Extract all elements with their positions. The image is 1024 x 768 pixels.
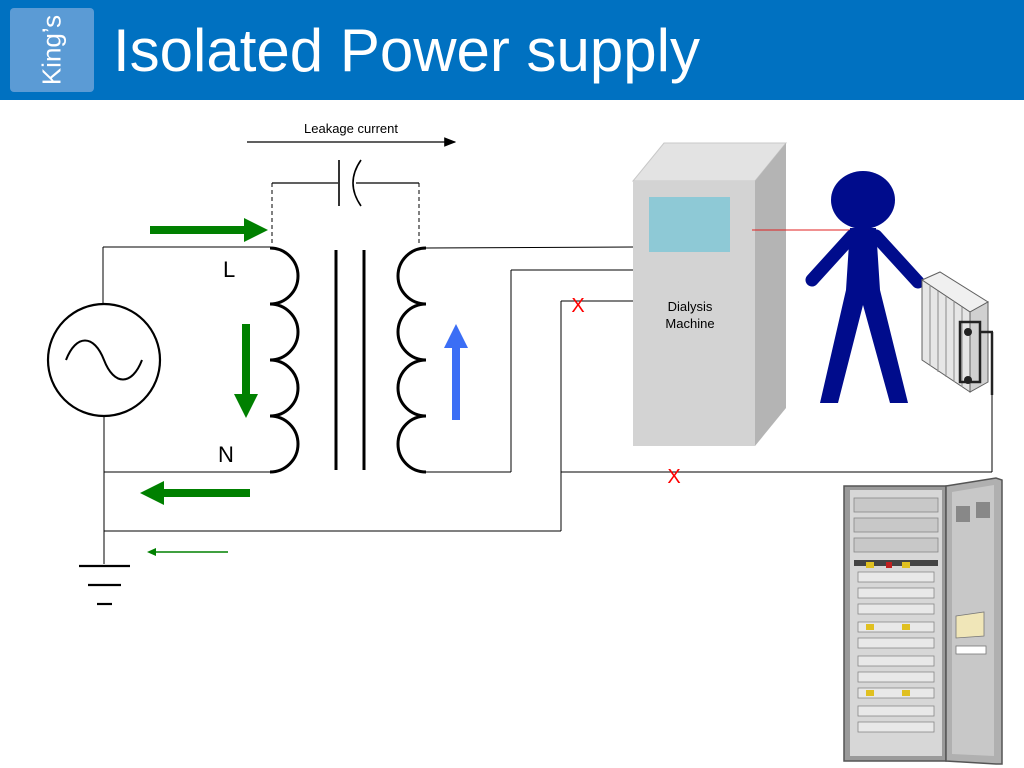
- logo-text: King’s: [36, 14, 67, 86]
- machine-label-line2: Machine: [665, 316, 714, 331]
- radiator-icon: [920, 271, 994, 395]
- supply-wiring: [102, 246, 634, 564]
- slide-title: Isolated Power supply: [113, 17, 700, 84]
- current-arrow-left: [140, 481, 250, 505]
- primary-coil: [269, 246, 300, 474]
- isolation-cabinet-photo: [806, 476, 1018, 766]
- ac-source-icon: [46, 302, 162, 418]
- person-icon: [805, 171, 925, 403]
- break-mark-neutral: X: [667, 466, 680, 488]
- secondary-coil: [396, 246, 427, 474]
- break-mark-earth: X: [571, 295, 584, 317]
- kings-logo: King’s: [10, 8, 94, 92]
- current-arrow-right: [150, 218, 268, 242]
- current-arrow-down: [234, 324, 258, 418]
- isolated-wiring: [425, 246, 993, 473]
- secondary-current-arrow-up: [444, 324, 468, 420]
- neutral-label: N: [218, 442, 234, 467]
- isolated-power-diagram: Leakage current: [46, 121, 994, 606]
- ground-icon: [79, 564, 130, 606]
- transformer: [269, 246, 427, 474]
- machine-label-line1: Dialysis: [668, 299, 713, 314]
- ground-current-arrow: [147, 548, 228, 556]
- header-bar: King’s Isolated Power supply: [0, 0, 1024, 100]
- leakage-capacitor: [271, 159, 420, 246]
- leakage-current-label: Leakage current: [304, 121, 398, 136]
- live-label: L: [223, 257, 235, 282]
- dialysis-machine: [631, 142, 788, 446]
- machine-screen: [649, 197, 730, 252]
